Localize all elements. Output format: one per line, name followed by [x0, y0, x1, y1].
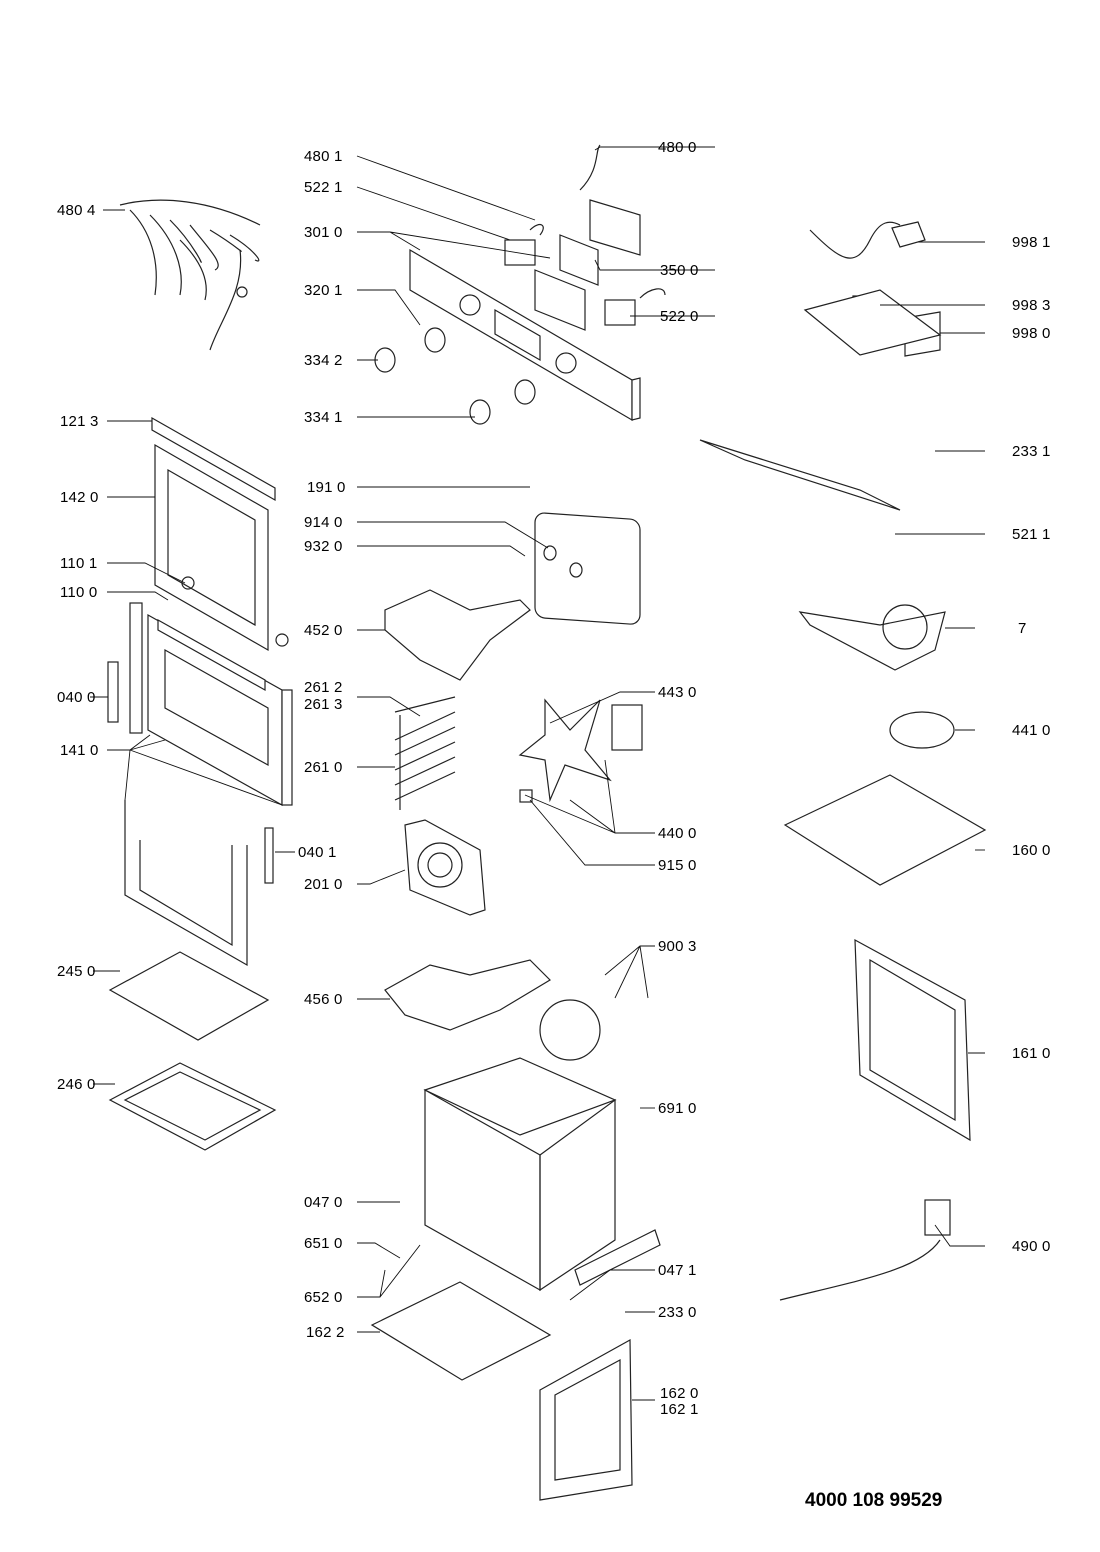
- part-label-480-0: 480 0: [658, 139, 697, 156]
- part-label-914-0: 914 0: [304, 514, 343, 531]
- part-label-245-0: 245 0: [57, 963, 96, 980]
- part-label-7: 7: [1018, 620, 1027, 637]
- part-label-441-0: 441 0: [1012, 722, 1051, 739]
- wiring-harness: [119, 199, 261, 351]
- oven-cavity: [423, 999, 661, 1292]
- part-label-160-0: 160 0: [1012, 842, 1051, 859]
- part-label-456-0: 456 0: [304, 991, 343, 1008]
- part-label-261-2: 261 2: [304, 679, 343, 696]
- part-label-480-1: 480 1: [304, 148, 343, 165]
- part-label-334-1: 334 1: [304, 409, 343, 426]
- leader-lines: [90, 146, 985, 1401]
- part-label-233-1: 233 1: [1012, 443, 1051, 460]
- part-label-301-0: 301 0: [304, 224, 343, 241]
- part-label-110-1: 110 1: [60, 555, 98, 572]
- part-label-320-1: 320 1: [304, 282, 343, 299]
- gasket-and-elements: [384, 512, 641, 1031]
- fan-housing: [798, 604, 955, 749]
- part-label-915-0: 915 0: [658, 857, 697, 874]
- part-label-162-0: 162 0: [660, 1385, 699, 1402]
- part-label-900-3: 900 3: [658, 938, 697, 955]
- part-label-998-0: 998 0: [1012, 325, 1051, 342]
- part-label-932-0: 932 0: [304, 538, 343, 555]
- fan-and-cover: [404, 698, 643, 916]
- part-label-522-0: 522 0: [660, 308, 699, 325]
- part-label-233-0: 233 0: [658, 1304, 697, 1321]
- part-label-443-0: 443 0: [658, 684, 697, 701]
- part-label-162-1: 162 1: [660, 1401, 699, 1418]
- back-panel: [539, 1338, 633, 1501]
- part-label-161-0: 161 0: [1012, 1045, 1051, 1062]
- part-label-142-0: 142 0: [60, 489, 99, 506]
- part-label-121-3: 121 3: [60, 413, 99, 430]
- part-label-651-0: 651 0: [304, 1235, 343, 1252]
- knobs: [374, 327, 536, 425]
- part-label-246-0: 246 0: [57, 1076, 96, 1093]
- trays: [108, 951, 552, 1381]
- part-label-191-0: 191 0: [307, 479, 346, 496]
- part-label-334-2: 334 2: [304, 352, 343, 369]
- power-cable: [779, 1199, 951, 1301]
- door-assembly: [107, 416, 293, 967]
- part-label-261-3: 261 3: [304, 696, 343, 713]
- part-label-998-1: 998 1: [1012, 234, 1051, 251]
- part-label-998-3: 998 3: [1012, 297, 1051, 314]
- part-label-350-0: 350 0: [660, 262, 699, 279]
- document-number: 4000 108 99529: [805, 1490, 943, 1511]
- electronics: [699, 221, 942, 511]
- part-label-452-0: 452 0: [304, 622, 343, 639]
- side-panels: [783, 774, 987, 1142]
- shelf-supports: [394, 696, 456, 810]
- part-label-440-0: 440 0: [658, 825, 697, 842]
- selector-switches: [504, 144, 666, 326]
- part-label-490-0: 490 0: [1012, 1238, 1051, 1255]
- part-label-040-1: 040 1: [298, 844, 337, 861]
- part-label-141-0: 141 0: [60, 742, 99, 759]
- part-label-480-4: 480 4: [57, 202, 96, 219]
- part-label-040-0: 040 0: [57, 689, 96, 706]
- part-label-110-0: 110 0: [60, 584, 98, 601]
- part-label-521-1: 521 1: [1012, 526, 1051, 543]
- control-panel: [409, 199, 641, 422]
- part-label-652-0: 652 0: [304, 1289, 343, 1306]
- part-label-162-2: 162 2: [306, 1324, 345, 1341]
- part-label-047-1: 047 1: [658, 1262, 697, 1279]
- part-label-691-0: 691 0: [658, 1100, 697, 1117]
- part-label-261-0: 261 0: [304, 759, 343, 776]
- part-label-201-0: 201 0: [304, 876, 343, 893]
- part-label-047-0: 047 0: [304, 1194, 343, 1211]
- part-label-522-1: 522 1: [304, 179, 343, 196]
